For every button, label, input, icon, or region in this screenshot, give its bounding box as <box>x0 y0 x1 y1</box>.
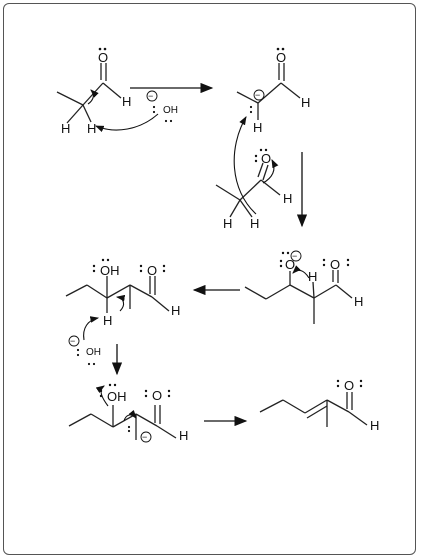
acetaldehyde-structure: O H H H <box>56 47 131 136</box>
hydrogen-label: H <box>308 269 317 284</box>
hydroxide-ion-2: − OH <box>68 316 101 366</box>
hydroxide-label: OH <box>86 347 101 358</box>
negative-charge: − <box>292 251 297 261</box>
hydrogen-label: H <box>370 418 379 433</box>
alkoxide-intermediate-structure: O − H O H <box>244 250 363 324</box>
nucleophilic-attack-arrow <box>233 116 257 215</box>
hydrogen-label: H <box>171 303 180 318</box>
hydrogen-label: H <box>122 94 131 109</box>
negative-charge: − <box>70 336 75 346</box>
aldol-enolate-structure: OH O H − <box>68 383 188 443</box>
hydrogen-label: H <box>301 95 310 110</box>
hydrogen-label: H <box>354 294 363 309</box>
diagram-frame <box>3 3 416 555</box>
negative-charge: − <box>148 91 153 101</box>
hydrogen-label: H <box>223 216 232 231</box>
hydrogen-label: H <box>253 120 262 135</box>
hydroxyl-label: OH <box>107 389 127 404</box>
oxygen-label: O <box>276 50 286 65</box>
oxygen-label: O <box>261 151 271 166</box>
enolate-structure: O H H − <box>236 47 310 135</box>
hydroxyl-label: OH <box>100 263 120 278</box>
aldol-product-structure: OH O H H <box>65 258 180 328</box>
hydrogen-label: H <box>283 191 292 206</box>
oxygen-label: O <box>98 50 108 65</box>
hydrogen-label: H <box>179 428 188 443</box>
hydroxide-label: OH <box>163 105 178 116</box>
enal-product-structure: O H <box>259 378 379 433</box>
hydrogen-label: H <box>103 313 112 328</box>
hydroxide-ion: − OH <box>94 90 178 133</box>
oxygen-label: O <box>152 388 162 403</box>
hydrogen-label: H <box>250 216 259 231</box>
negative-charge: − <box>255 90 260 100</box>
oxygen-label: O <box>344 378 354 393</box>
oxygen-label: O <box>285 257 295 272</box>
oxygen-label: O <box>147 263 157 278</box>
second-acetaldehyde-structure: O H H H <box>215 148 292 231</box>
oxygen-label: O <box>330 257 340 272</box>
negative-charge: − <box>142 432 147 442</box>
hydrogen-label: H <box>87 121 96 136</box>
hydrogen-label: H <box>61 121 70 136</box>
